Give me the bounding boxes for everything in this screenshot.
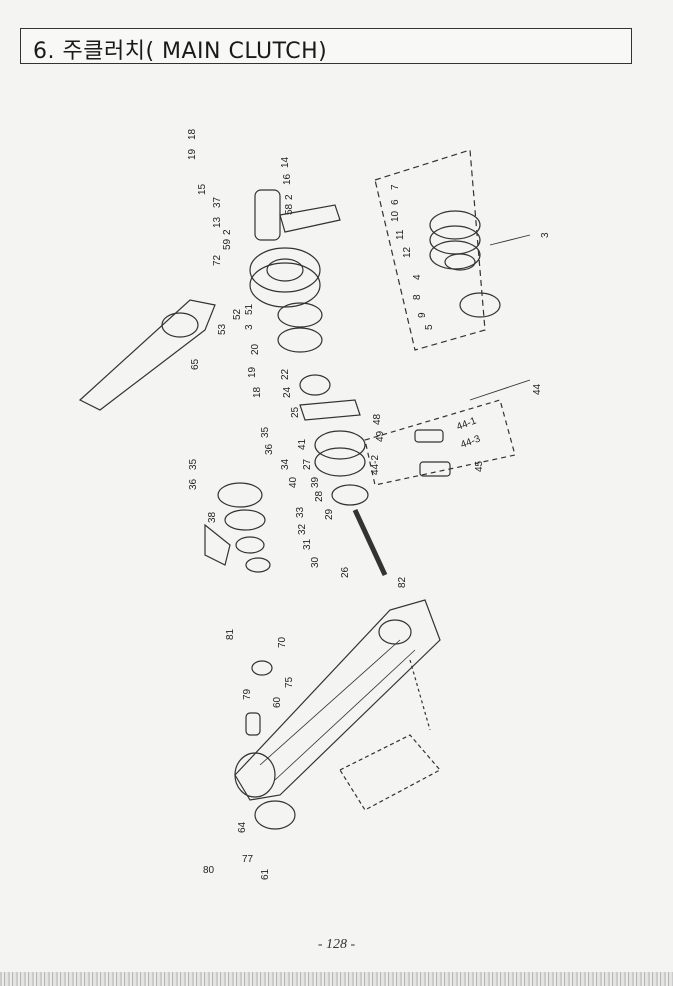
part-label: 9 — [417, 312, 428, 318]
part-label: 75 — [284, 676, 295, 688]
part-label: 30 — [310, 556, 321, 568]
part-label: 3 — [244, 324, 255, 330]
part-label: 49 — [375, 430, 386, 442]
part-label: 82 — [397, 576, 408, 588]
part-label: 33 — [295, 506, 306, 518]
part-label: 28 — [314, 490, 325, 502]
part-label: 27 — [302, 458, 313, 470]
part-label: 15 — [197, 183, 208, 195]
part-label: 2 — [222, 229, 233, 235]
part-label: 19 — [187, 148, 198, 160]
part-label: 24 — [282, 386, 293, 398]
part-label: 26 — [340, 566, 351, 578]
part-label: 3 — [540, 232, 551, 238]
part-label: 29 — [324, 508, 335, 520]
part-label: 65 — [190, 358, 201, 370]
part-label: 44-1 — [455, 415, 478, 432]
part-label: 58 — [284, 203, 295, 215]
part-label: 14 — [280, 156, 291, 168]
part-label: 31 — [302, 538, 313, 550]
clutch-pulley — [249, 247, 321, 293]
part-label: 38 — [207, 511, 218, 523]
part-label: 12 — [402, 246, 413, 258]
part-label: 53 — [217, 323, 228, 335]
part-label: 8 — [412, 294, 423, 300]
part-label: 22 — [280, 368, 291, 380]
part-label: 16 — [282, 173, 293, 185]
part-label: 44 — [532, 383, 543, 395]
part-label: 19 — [247, 366, 258, 378]
part-label: 70 — [277, 636, 288, 648]
part-label: 6 — [390, 199, 401, 205]
part-label: 64 — [237, 821, 248, 833]
part-label: 45 — [474, 460, 485, 472]
part-label: 4 — [412, 274, 423, 280]
part-label: 32 — [297, 523, 308, 535]
part-label: 41 — [297, 438, 308, 450]
part-label: 81 — [225, 628, 236, 640]
part-label: 10 — [390, 210, 401, 222]
part-label: 11 — [395, 229, 406, 240]
part-label: 79 — [242, 688, 253, 700]
part-label: 40 — [288, 476, 299, 488]
scan-edge-strip — [0, 972, 673, 986]
part-label: 20 — [250, 343, 261, 355]
part-label: 36 — [188, 478, 199, 490]
part-label: 7 — [390, 184, 401, 190]
part-label: 39 — [310, 476, 321, 488]
part-label: 72 — [212, 254, 223, 266]
page-title: 6. 주클러치( MAIN CLUTCH) — [33, 39, 328, 64]
part-label: 2 — [284, 194, 295, 200]
part-label: 44-3 — [459, 433, 482, 450]
upper-arm-part — [78, 299, 216, 411]
page-number: - 128 - — [317, 937, 356, 952]
part-label: 52 — [232, 308, 243, 320]
belt-cover-part — [234, 599, 441, 801]
part-label: 35 — [188, 458, 199, 470]
part-label: 80 — [203, 865, 215, 876]
part-label: 36 — [264, 443, 275, 455]
part-label: 5 — [424, 324, 435, 330]
part-label: 37 — [212, 196, 223, 208]
part-label: 13 — [212, 216, 223, 228]
part-label: 48 — [372, 413, 383, 425]
part-label: 35 — [260, 426, 271, 438]
part-label: 60 — [272, 696, 283, 708]
title-box: 6. 주클러치( MAIN CLUTCH) — [20, 28, 632, 64]
part-label: 44-2 — [370, 455, 381, 475]
part-label: 59 — [222, 238, 233, 250]
part-label: 34 — [280, 458, 291, 470]
part-label: 51 — [244, 303, 255, 315]
part-label: 25 — [290, 406, 301, 418]
part-label: 18 — [187, 128, 198, 140]
part-label: 18 — [252, 386, 263, 398]
part-label: 77 — [242, 854, 254, 865]
part-label: 61 — [260, 868, 271, 880]
